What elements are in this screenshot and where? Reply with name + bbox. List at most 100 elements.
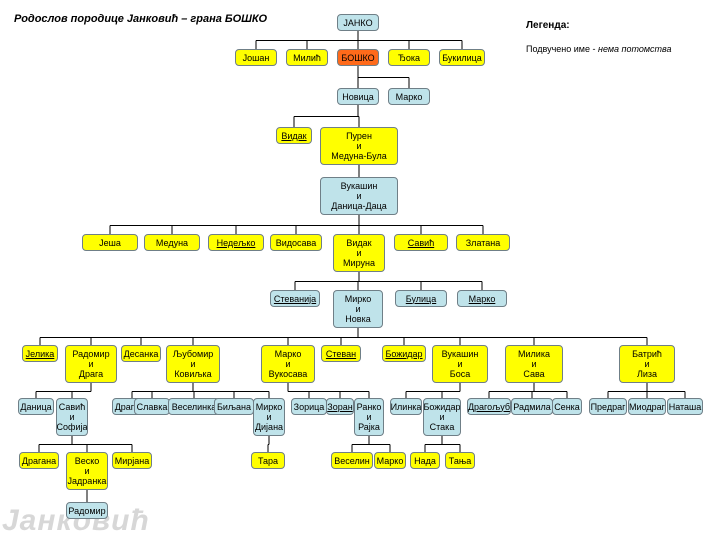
person-label-natasha-line-1: Наташа [668, 401, 702, 412]
person-node-djoka: Ђока [388, 49, 430, 66]
person-label-stevan-line-1: Стеван [325, 348, 357, 359]
person-label-tara-line-1: Тара [257, 455, 279, 466]
person-label-danica-line-1: Даница [20, 401, 52, 412]
person-label-jelika-line-1: Јелика [25, 348, 55, 359]
person-node-joshan: Јошан [235, 49, 277, 66]
legend-text: Подвучено име - нема потомства [526, 44, 671, 54]
person-label-radmila-line-1: Радмила [513, 401, 551, 412]
person-label-nada-line-1: Нада [414, 455, 436, 466]
person-node-natasha: Наташа [667, 398, 703, 415]
person-node-danica: Даница [18, 398, 54, 415]
person-label-batrich-line-1: Батрић [632, 349, 662, 359]
person-label-batrich-line-3: Лиза [636, 369, 658, 379]
person-node-dragana: Драгана [19, 452, 59, 469]
person-node-desanka: Десанка [121, 345, 161, 362]
legend-text-emphasis: нема потомства [598, 44, 672, 54]
person-label-novica-line-1: Новица [342, 91, 374, 102]
person-node-slavka: Славка [134, 398, 170, 415]
person-node-milich: Милић [286, 49, 328, 66]
person-node-ilinka: Илинка [390, 398, 422, 415]
person-label-vesko-line-2: и [84, 466, 90, 476]
person-label-marko4-line-1: Марко [376, 455, 404, 466]
person-label-ranko-line-2: и [366, 412, 372, 422]
person-label-vesko-line-1: Веско [74, 456, 100, 466]
person-label-vukashin2-line-1: Вукашин [441, 349, 479, 359]
person-label-tanja-line-1: Тања [448, 455, 472, 466]
person-node-miodrag: Миодраг [628, 398, 666, 415]
person-label-radomir1-line-3: Драга [78, 369, 104, 379]
person-node-marko2: Марко [457, 290, 507, 307]
person-node-jelika: Јелика [22, 345, 58, 362]
person-label-ljubomir-line-3: Ковиљка [174, 369, 212, 379]
person-label-bozidar2-line-1: Божидар [423, 402, 461, 412]
person-label-ranko-line-1: Ранко [356, 402, 382, 412]
person-label-veselinka-line-1: Веселинка [171, 401, 217, 412]
person-node-zoran: Зоран [326, 398, 354, 415]
person-node-zorica: Зорица [291, 398, 327, 415]
person-label-dragoljub-line-1: Драгољуб [467, 401, 511, 412]
person-label-vidak1-line-1: Видак [281, 130, 307, 141]
person-label-bulica-line-1: Булица [405, 293, 437, 304]
person-label-marko3-line-3: Вукосава [268, 369, 308, 379]
person-label-puren-line-3: Медуна-Була [331, 151, 387, 161]
person-label-boshko-line-1: БОШКО [341, 52, 375, 63]
person-label-djoka-line-1: Ђока [398, 52, 420, 63]
person-label-vidak2-line-2: и [356, 248, 362, 258]
person-label-predrag-line-1: Предраг [590, 401, 626, 412]
person-label-slavka-line-1: Славка [136, 401, 168, 412]
person-label-batrich-line-2: и [644, 359, 650, 369]
person-node-vidak1: Видак [276, 127, 312, 144]
person-node-savich1: Савић [394, 234, 448, 251]
person-label-mirko1-line-2: и [355, 304, 361, 314]
person-label-ranko-line-3: Рајка [358, 422, 380, 432]
person-label-radomir2-line-1: Радомир [68, 505, 106, 516]
person-label-vukashin1-line-1: Вукашин [340, 181, 378, 191]
person-label-milika-line-2: и [531, 359, 537, 369]
person-node-nedeljko: Недељко [208, 234, 264, 251]
person-label-meduna-line-1: Медуна [155, 237, 189, 248]
person-label-marko3-line-2: и [285, 359, 291, 369]
person-label-janko-line-1: ЈАНКО [343, 17, 373, 28]
person-node-dragoljub: Драгољуб [467, 398, 511, 415]
person-label-nedeljko-line-1: Недељко [216, 237, 256, 248]
person-label-dragana-line-1: Драгана [21, 455, 57, 466]
person-node-marko4: Марко [374, 452, 406, 469]
person-label-vukashin1-line-3: Даница-Даца [331, 201, 387, 211]
person-label-jesha-line-1: Јеша [99, 237, 121, 248]
person-node-marko1: Марко [388, 88, 430, 105]
person-node-novica: Новица [337, 88, 379, 105]
person-label-ljubomir-line-1: Љубомир [172, 349, 214, 359]
person-node-nada: Нада [410, 452, 440, 469]
person-label-vidak2-line-3: Мируна [343, 258, 375, 268]
person-label-radomir1-line-2: и [88, 359, 94, 369]
person-label-puren-line-1: Пурен [346, 131, 372, 141]
legend-text-prefix: Подвучено име - [526, 44, 598, 54]
person-label-bozidar2-line-2: и [439, 412, 445, 422]
person-node-tanja: Тања [445, 452, 475, 469]
person-label-ljubomir-line-2: и [190, 359, 196, 369]
person-label-milika-line-3: Сава [523, 369, 545, 379]
person-node-bozidar1: Божидар [382, 345, 426, 362]
person-label-marko2-line-1: Марко [468, 293, 496, 304]
person-label-zlatana-line-1: Златана [465, 237, 501, 248]
person-node-veselinka: Веселинка [168, 398, 220, 415]
person-label-vidak2-line-1: Видак [346, 238, 372, 248]
person-node-zlatana: Златана [456, 234, 510, 251]
person-label-savich2-line-3: Софија [56, 422, 88, 432]
person-label-dragica-line-1: Драгица [114, 401, 150, 412]
person-label-vukashin2-line-3: Боса [449, 369, 471, 379]
person-label-radomir1-line-1: Радомир [72, 349, 110, 359]
person-label-milika-line-1: Милика [518, 349, 550, 359]
person-label-stevanija-line-1: Стеванија [273, 293, 317, 304]
